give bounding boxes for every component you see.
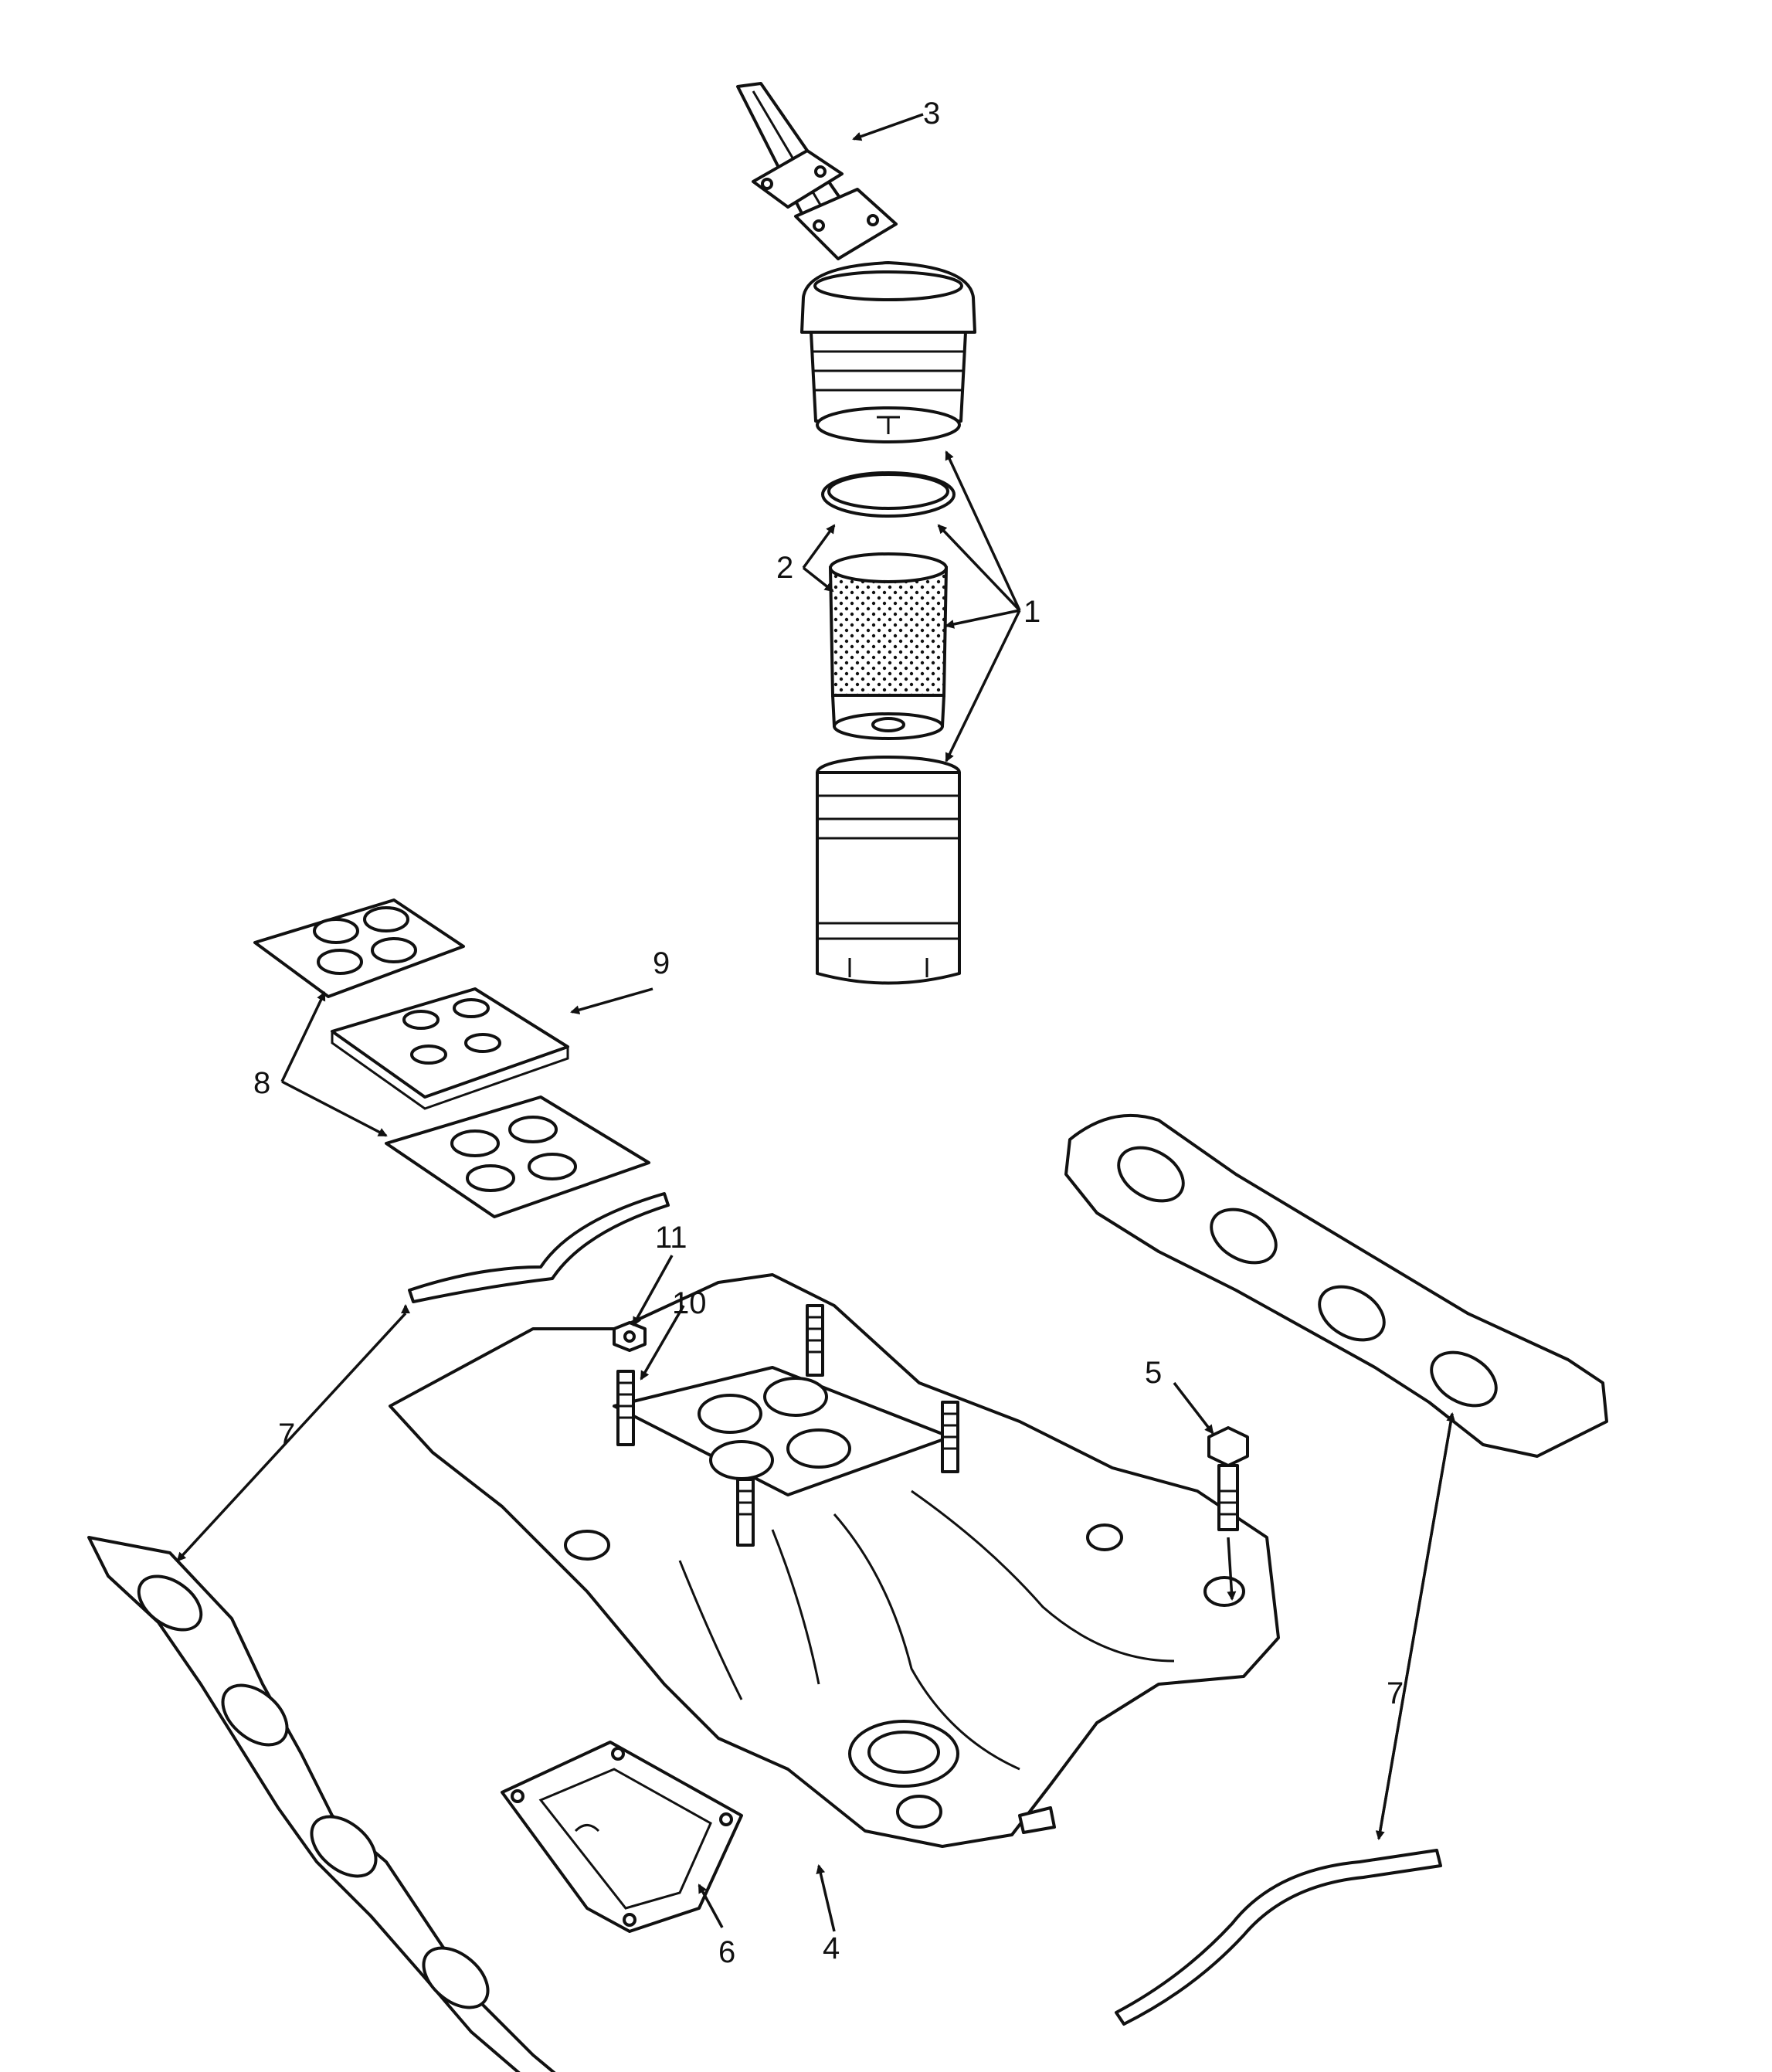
callout-2: 2 [776,551,793,585]
water-outlet-gasket [501,1741,743,1933]
callout-9: 9 [653,946,670,980]
leader-lines [176,113,1456,1932]
carburetor-gasket-top [253,898,465,998]
callout-7-right: 7 [1387,1676,1404,1710]
callout-labels: 1 2 3 4 5 6 7 7 8 9 10 11 [253,97,1404,1969]
filter-head [800,261,976,443]
mounting-bolt [1207,1426,1249,1531]
fuel-filter-assembly [736,82,976,985]
callout-6: 6 [718,1935,735,1969]
intake-end-seal-right [1115,1849,1442,2026]
callout-5: 5 [1145,1356,1162,1390]
callout-3: 3 [923,97,940,131]
intake-manifold-gasket-right [1064,1113,1608,1458]
seal-ring [821,471,956,518]
callout-10: 10 [672,1286,707,1320]
carburetor-gasket-bottom [385,1095,650,1218]
elbow-fitting [736,82,898,260]
filter-canister [816,756,961,985]
callout-4: 4 [823,1931,840,1965]
carburetor-spacer [331,987,569,1110]
intake-end-seal-left [408,1192,670,1303]
intake-manifold-gasket-left [87,1536,556,2072]
carburetor-mounting-studs [616,1304,959,1547]
hex-nut [613,1321,647,1352]
callout-7-left: 7 [278,1418,295,1452]
callout-8: 8 [253,1066,270,1100]
callout-1: 1 [1023,595,1040,629]
filter-element [828,552,949,740]
callout-11: 11 [655,1221,687,1255]
intake-manifold [389,1273,1280,1848]
